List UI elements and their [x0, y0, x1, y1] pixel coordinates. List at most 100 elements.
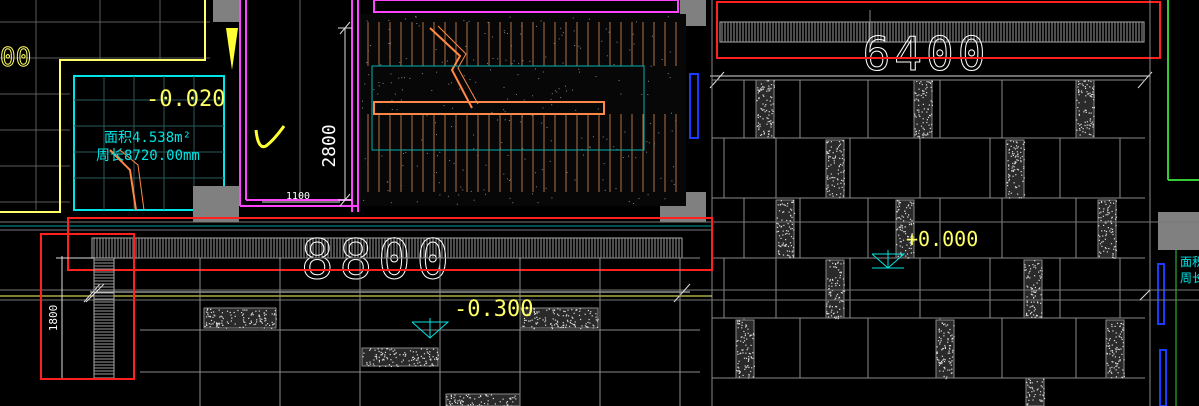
speckle-dot: [1039, 270, 1041, 272]
speckle-dot: [943, 375, 945, 377]
speckle-dot: [830, 311, 832, 313]
highlight-box-1800[interactable]: [40, 233, 135, 380]
speckle-dot: [748, 373, 750, 376]
speckle-dot: [1107, 212, 1109, 214]
speckle-dot: [1012, 162, 1014, 164]
speckle-dot: [1115, 348, 1117, 350]
speckle-dot: [911, 204, 913, 206]
speckle-dot: [943, 332, 945, 334]
speckle-dot: [384, 354, 386, 356]
speckle-dot: [832, 279, 834, 281]
speckle-dot: [1016, 151, 1018, 153]
stair-speckle: [566, 171, 568, 173]
stair-speckle: [401, 89, 403, 91]
speckle-dot: [544, 317, 546, 319]
speckle-dot: [502, 398, 504, 400]
dim-text-8800: 8800: [301, 228, 455, 291]
speckle-dot: [1026, 301, 1028, 303]
speckle-dot: [264, 320, 266, 322]
speckle-dot: [834, 155, 837, 157]
speckle-dot: [1110, 231, 1112, 234]
speckle-dot: [928, 104, 930, 106]
speckle-dot: [767, 118, 769, 120]
speckle-dot: [1110, 243, 1113, 245]
speckle-dot: [1106, 251, 1108, 253]
speckle-dot: [509, 397, 511, 399]
speckle-dot: [1028, 378, 1030, 380]
speckle-dot: [420, 364, 422, 366]
speckle-dot: [920, 94, 922, 97]
speckle-dot: [944, 347, 946, 349]
speckle-dot: [369, 349, 371, 351]
speckle-dot: [782, 230, 784, 232]
speckle-dot: [938, 359, 940, 361]
speckle-dot: [837, 261, 839, 263]
speckle-dot: [838, 165, 840, 167]
speckle-dot: [1016, 142, 1018, 144]
stairwell: [360, 14, 686, 206]
stair-speckle: [615, 188, 617, 189]
speckle-dot: [1122, 345, 1124, 348]
speckle-dot: [757, 114, 759, 116]
speckle-dot: [1028, 272, 1030, 274]
speckle-dot: [381, 348, 383, 350]
speckle-dot: [1081, 83, 1083, 85]
speckle-dot: [1123, 375, 1125, 377]
speckle-dot: [209, 326, 211, 328]
speckle-dot: [462, 401, 464, 403]
speckle-dot: [785, 230, 788, 232]
speckle-dot: [938, 336, 940, 338]
speckle-dot: [1008, 178, 1010, 180]
speckle-dot: [1038, 279, 1040, 281]
speckle-dot: [904, 231, 906, 233]
speckle-dot: [461, 404, 463, 406]
speckle-dot: [1093, 107, 1095, 109]
stair-speckle: [573, 30, 575, 32]
right-paving-speckle-blocks: [735, 79, 1125, 406]
stair-speckle: [491, 111, 493, 113]
speckle-dot: [381, 354, 383, 356]
speckle-dot: [737, 320, 739, 322]
stair-speckle: [633, 203, 634, 204]
speckle-dot: [245, 324, 247, 326]
speckle-dot: [1112, 254, 1114, 256]
stair-speckle: [469, 79, 471, 81]
speckle-dot: [911, 220, 913, 222]
stair-speckle: [366, 62, 368, 64]
speckle-dot: [792, 200, 794, 202]
speckle-dot: [792, 201, 794, 203]
speckle-dot: [743, 357, 746, 359]
speckle-dot: [593, 325, 595, 327]
speckle-dot: [837, 262, 839, 264]
stair-speckle: [646, 141, 648, 143]
speckle-dot: [1117, 348, 1119, 350]
stair-speckle: [473, 59, 475, 61]
speckle-dot: [922, 93, 924, 95]
speckle-dot: [910, 242, 912, 245]
highlight-box-6400[interactable]: [716, 1, 1161, 59]
speckle-dot: [761, 89, 763, 91]
speckle-dot: [776, 226, 779, 228]
speckle-dot: [553, 313, 555, 315]
speckle-dot: [759, 116, 761, 118]
speckle-dot: [838, 284, 841, 286]
speckle-dot: [939, 370, 941, 372]
speckle-dot: [529, 313, 531, 315]
stair-speckle: [381, 155, 383, 157]
speckle-dot: [595, 316, 597, 318]
speckle-dot: [1033, 310, 1035, 312]
speckle-dot: [843, 159, 845, 161]
speckle-block: [519, 307, 599, 329]
highlight-box-8800[interactable]: [67, 217, 713, 271]
speckle-dot: [833, 266, 835, 268]
speckle-dot: [1093, 99, 1095, 101]
speckle-dot: [551, 327, 554, 330]
speckle-dot: [746, 366, 748, 368]
tick-mark: [1139, 289, 1151, 301]
speckle-dot: [534, 317, 536, 319]
stair-speckle: [572, 17, 574, 19]
speckle-dot: [242, 309, 244, 311]
stair-speckle: [669, 77, 671, 79]
speckle-dot: [456, 402, 459, 404]
